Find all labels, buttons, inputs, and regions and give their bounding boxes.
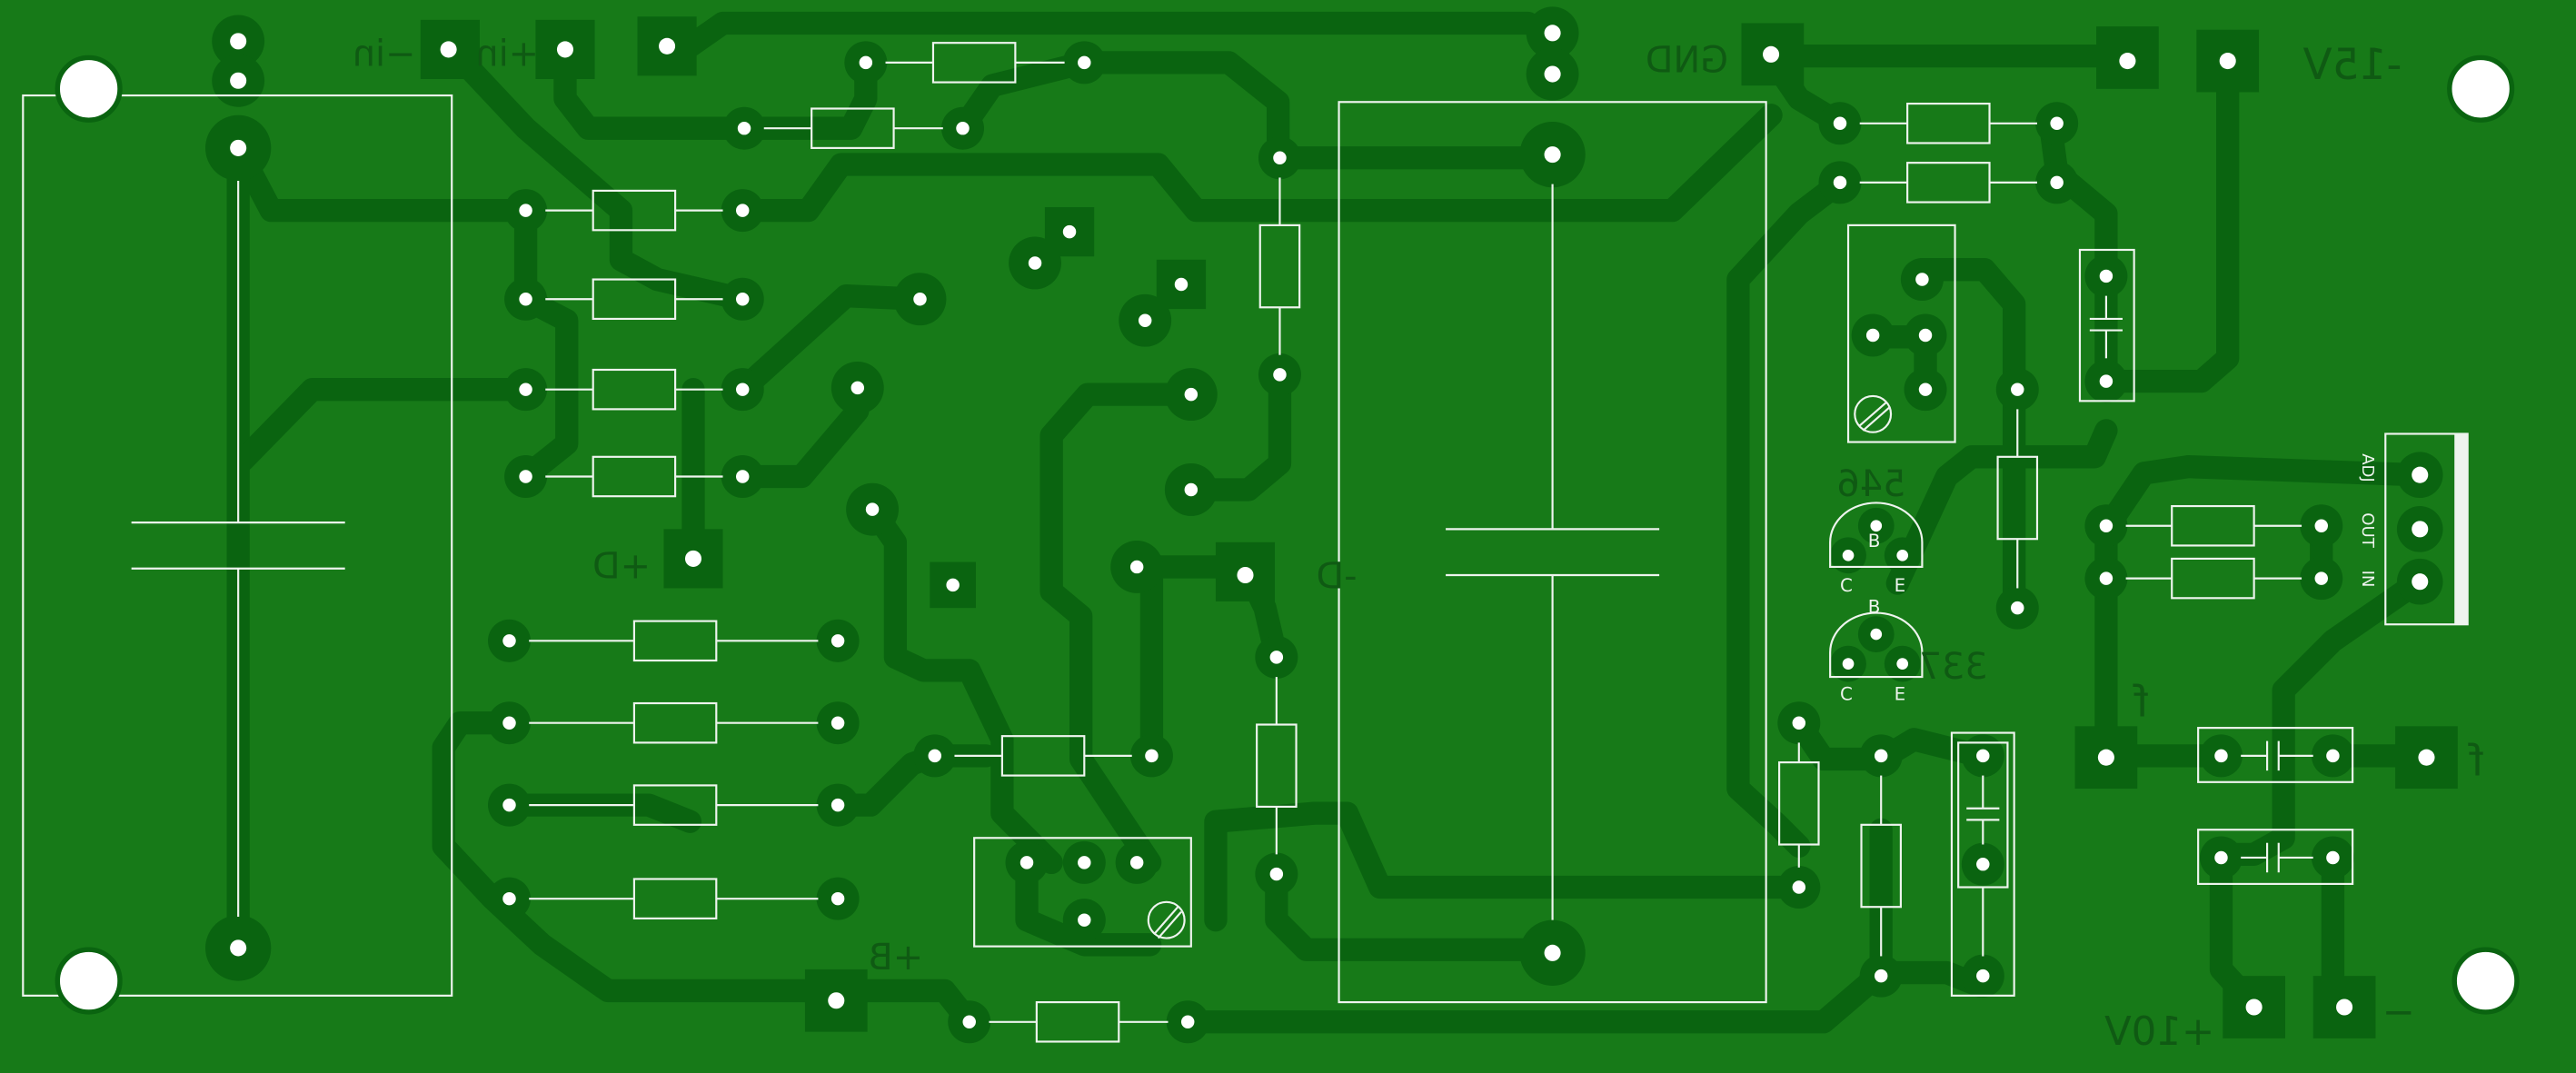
resistor-r12: [989, 1000, 1169, 1043]
pin-c-546: C: [1840, 575, 1853, 596]
capacitor-c1: [2078, 248, 2135, 402]
trimmer-pot-right: [1846, 224, 1956, 443]
resistor-r3: [545, 368, 723, 411]
resistor-r2: [545, 278, 723, 321]
resistor-r19: [1996, 409, 2039, 589]
label-f-left: f: [2133, 677, 2149, 727]
resistor-r15: [2125, 504, 2302, 547]
trimmer-pot-left: [973, 837, 1192, 948]
pin-c-337: C: [1840, 683, 1853, 704]
label-plus-in: +in: [475, 33, 539, 75]
mounting-hole-bottom-right: [2452, 947, 2520, 1015]
resistor-r13: [1859, 102, 2037, 144]
drill-holes: [230, 25, 2435, 1029]
resistor-r6: [885, 42, 1065, 84]
label-gnd: GND: [1646, 40, 1728, 82]
label-minus-15v: -15V: [2302, 40, 2402, 90]
resistor-r17: [1258, 177, 1301, 355]
label-f-right: f: [2468, 737, 2484, 787]
resistor-r16: [2125, 557, 2302, 600]
label-transistor-337: 337: [1919, 646, 1988, 688]
regulator-pin-labels: ADJ OUT IN: [2358, 453, 2377, 587]
mounting-hole-top-left: [55, 55, 123, 123]
capacitor-outline-center: [1338, 101, 1767, 1004]
label-plus-d: +D: [592, 546, 651, 588]
resistor-r7: [529, 620, 819, 662]
transistor-337-outline: [1829, 611, 1924, 679]
resistor-r21: [1860, 775, 1902, 957]
resistor-r20: [1778, 742, 1820, 868]
label-plus-10v: +10V: [2104, 1009, 2215, 1055]
transistor-pin-labels: B C E B C E: [1840, 531, 1905, 704]
capacitor-c4: [1950, 731, 2015, 997]
resistor-r9: [529, 784, 819, 826]
label-minus-d: -D: [1316, 555, 1357, 597]
resistor-r10: [529, 878, 819, 919]
regulator-heatsink-tab: [2454, 433, 2468, 625]
pin-adj: ADJ: [2358, 453, 2377, 482]
silk-labels: −in +in GND -15V +D -D +B +10V − 546 337…: [353, 33, 2484, 1055]
pin-b-546: B: [1868, 531, 1881, 551]
label-minus-in: −in: [353, 33, 416, 75]
label-transistor-546: 546: [1836, 463, 1905, 505]
capacitor-c2: [2197, 727, 2354, 783]
mounting-hole-top-right: [2447, 55, 2515, 123]
silkscreen-layer: [22, 42, 2469, 1043]
pin-out: OUT: [2358, 512, 2377, 548]
capacitor-c3: [2197, 829, 2354, 885]
mounting-hole-bottom-left: [55, 947, 123, 1015]
transistor-546-outline: [1829, 502, 1924, 569]
resistor-r11: [954, 735, 1132, 777]
pin-e-546: E: [1895, 575, 1906, 596]
resistor-r14: [1859, 162, 2037, 204]
resistor-r5: [763, 107, 943, 149]
pin-in: IN: [2358, 571, 2377, 588]
mounting-holes: [55, 55, 2520, 1015]
capacitor-outline-left: [22, 94, 453, 997]
resistor-r1: [545, 189, 723, 232]
pin-b-337: B: [1868, 597, 1881, 618]
resistor-r4: [545, 455, 723, 498]
pin-e-337: E: [1895, 683, 1906, 704]
resistor-r8: [529, 701, 819, 744]
resistor-r18: [1256, 677, 1298, 855]
label-minus: −: [2382, 989, 2414, 1035]
label-plus-b: +B: [869, 937, 924, 979]
